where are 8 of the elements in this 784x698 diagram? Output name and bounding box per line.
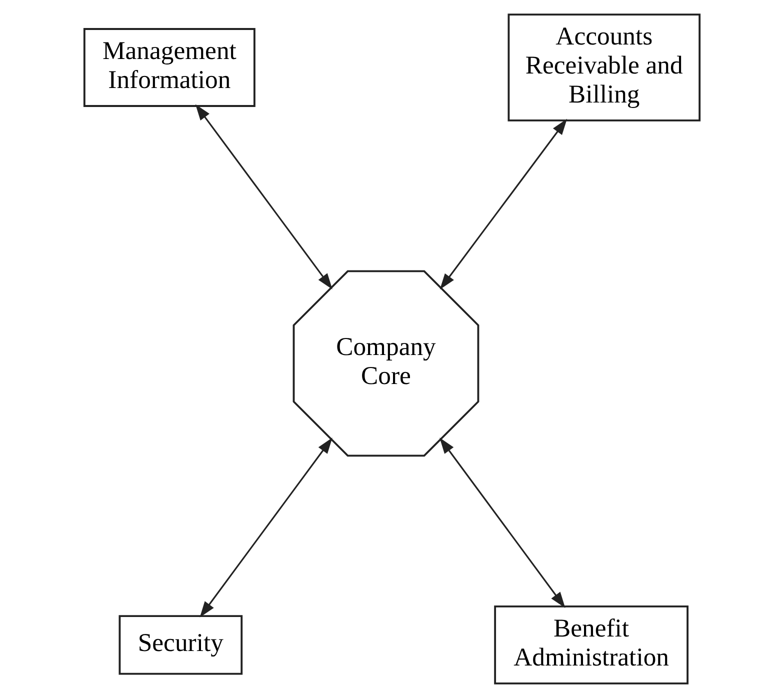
node-box: Security (118, 615, 243, 675)
arrow (440, 438, 566, 608)
arrow (195, 104, 332, 290)
node-box: Benefit Administration (494, 606, 689, 684)
node-box: Accounts Receivable and Billing (508, 14, 701, 122)
arrow (200, 438, 332, 618)
node-box: Management Information (83, 28, 256, 107)
arrow (440, 118, 568, 290)
